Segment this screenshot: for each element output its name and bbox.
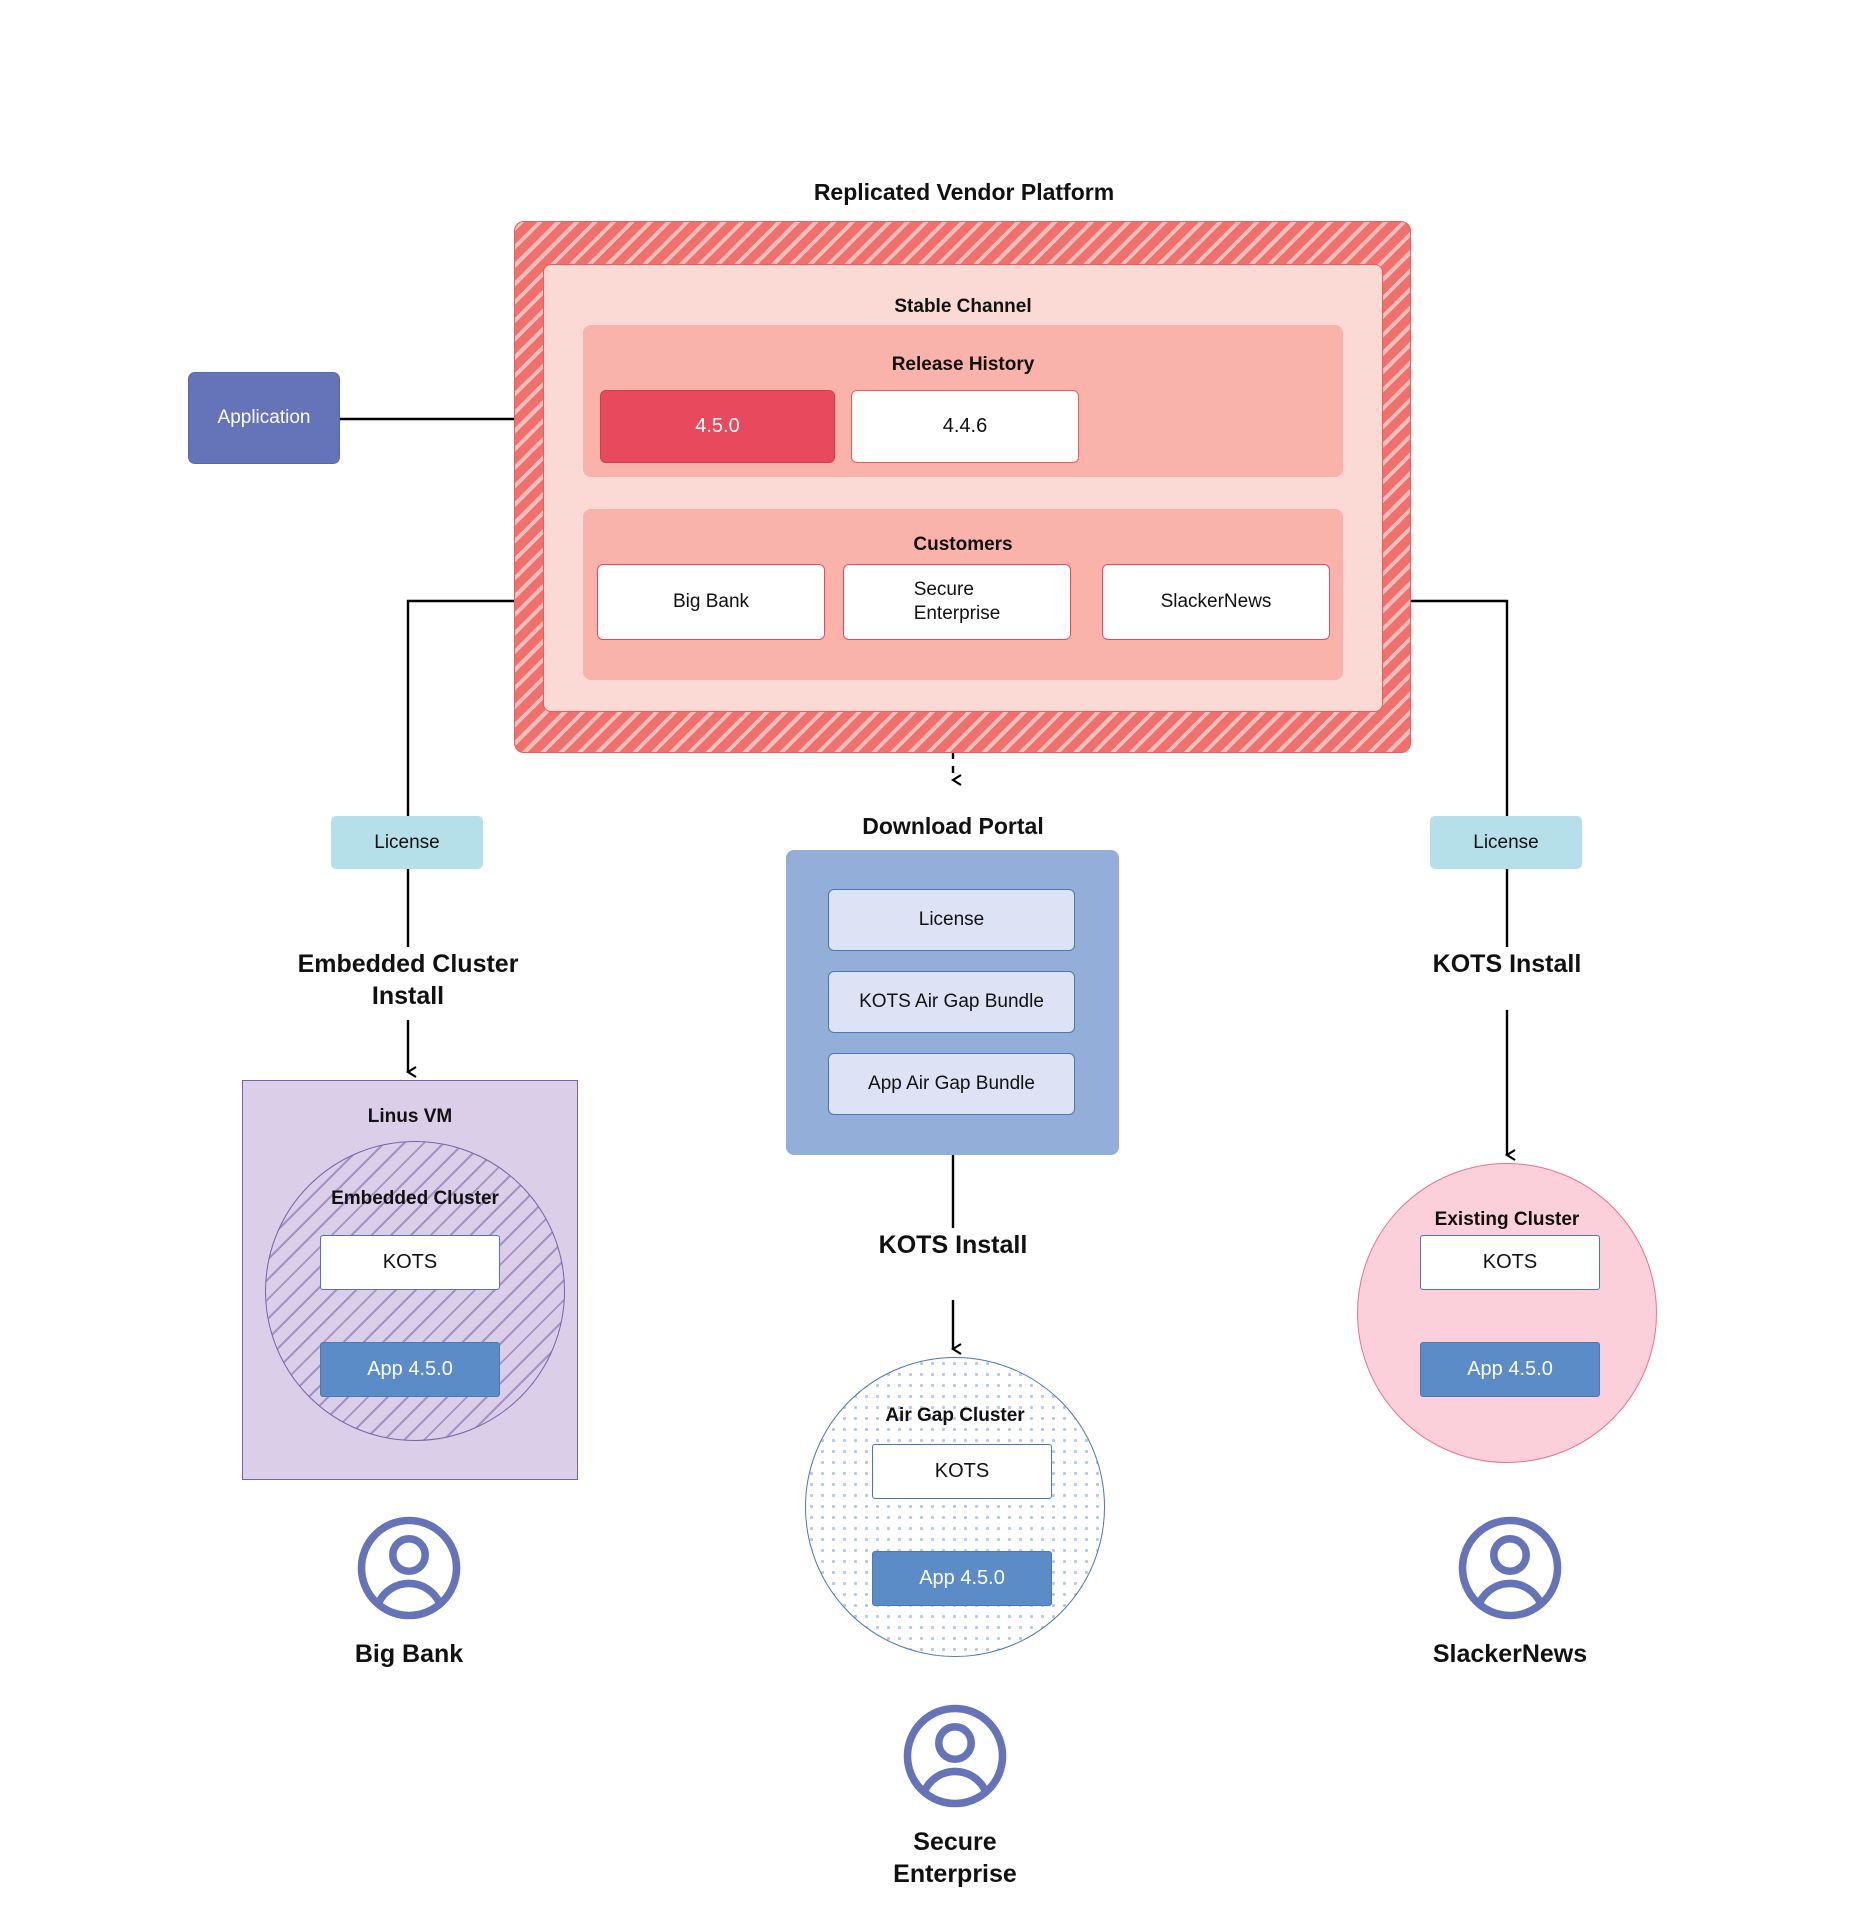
linux-vm-label: Linus VM (367, 1106, 453, 1127)
page-title: Replicated Vendor Platform (813, 179, 1115, 205)
avatar-label-big-bank: Big Bank (354, 1640, 464, 1668)
install-label-left: Embedded Cluster Install (297, 950, 519, 1010)
avatar-secure-enterprise (903, 1704, 1007, 1808)
install-label-right: KOTS Install (1432, 950, 1582, 978)
embedded-cluster-label: Embedded Cluster (331, 1188, 499, 1209)
customer-slackernews[interactable]: SlackerNews (1102, 564, 1330, 640)
stable-channel-label: Stable Channel (894, 296, 1032, 317)
download-portal-title: Download Portal (862, 813, 1044, 839)
avatar-big-bank (357, 1516, 461, 1620)
portal-item-app-air-gap-bundle[interactable]: App Air Gap Bundle (828, 1053, 1075, 1115)
kots-box-right[interactable]: KOTS (1420, 1235, 1600, 1290)
air-gap-cluster-circle: Air Gap Cluster (805, 1357, 1105, 1657)
customers-label: Customers (913, 534, 1013, 555)
customer-big-bank[interactable]: Big Bank (597, 564, 825, 640)
release-previous[interactable]: 4.4.6 (851, 390, 1079, 463)
install-label-center: KOTS Install (878, 1231, 1028, 1259)
license-chip-right[interactable]: License (1430, 816, 1582, 869)
app-box-right[interactable]: App 4.5.0 (1420, 1342, 1600, 1397)
release-history-label: Release History (891, 354, 1035, 375)
kots-box-left[interactable]: KOTS (320, 1235, 500, 1290)
kots-box-center[interactable]: KOTS (872, 1444, 1052, 1499)
avatar-label-secure-enterprise: Secure Enterprise (893, 1828, 1017, 1888)
existing-cluster-circle: Existing Cluster (1357, 1163, 1657, 1463)
portal-item-kots-air-gap-bundle[interactable]: KOTS Air Gap Bundle (828, 971, 1075, 1033)
avatar-slackernews (1458, 1516, 1562, 1620)
portal-item-license[interactable]: License (828, 889, 1075, 951)
license-chip-left[interactable]: License (331, 816, 483, 869)
app-box-left[interactable]: App 4.5.0 (320, 1342, 500, 1397)
application-node[interactable]: Application (188, 372, 340, 464)
download-portal-panel: License KOTS Air Gap Bundle App Air Gap … (786, 850, 1119, 1155)
app-box-center[interactable]: App 4.5.0 (872, 1551, 1052, 1606)
air-gap-cluster-label: Air Gap Cluster (885, 1405, 1025, 1426)
release-current[interactable]: 4.5.0 (600, 390, 835, 463)
customer-secure-enterprise[interactable]: Secure Enterprise (843, 564, 1071, 640)
existing-cluster-label: Existing Cluster (1434, 1209, 1580, 1230)
avatar-label-slackernews: SlackerNews (1432, 1640, 1588, 1668)
